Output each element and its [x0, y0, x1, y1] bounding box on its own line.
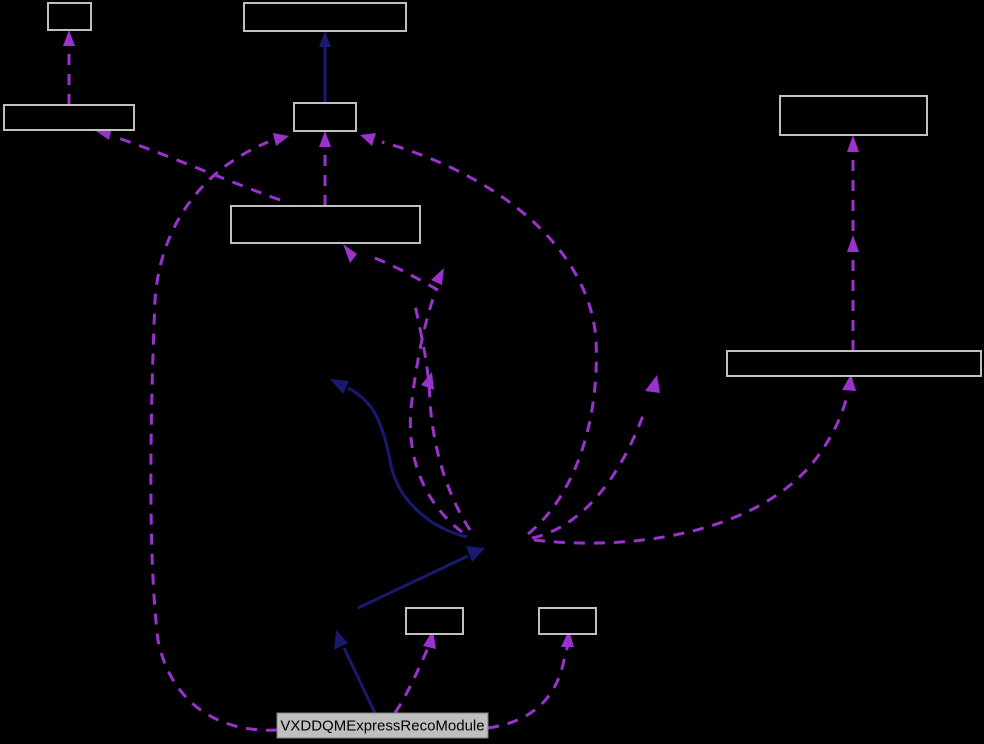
arrowhead-up-icon [561, 630, 574, 647]
arrowhead-up-icon [847, 135, 859, 152]
edge-n4-to-n3 [319, 31, 331, 103]
node-n4[interactable] [293, 102, 357, 132]
edge-line [347, 386, 468, 539]
arrowhead-up-icon [645, 375, 660, 393]
arrowhead-upright-icon-b [421, 372, 434, 390]
arrowhead-up-icon [319, 131, 331, 147]
edge-line [393, 647, 430, 714]
arrowhead-upright-icon [466, 546, 485, 562]
edge-hub-to-upper-right [531, 375, 660, 540]
node-box[interactable] [47, 2, 92, 31]
edge-line [381, 140, 598, 536]
node-box-highlight[interactable] [276, 712, 489, 739]
node-n1[interactable] [47, 2, 92, 31]
arrowhead-upright-icon [431, 268, 444, 285]
arrowhead-upleft-icon [330, 379, 349, 394]
edge-n5-to-n2 [96, 127, 281, 202]
edge-module-to-n9 [487, 630, 574, 730]
node-box[interactable] [779, 95, 928, 136]
edge-line [408, 287, 463, 534]
arrowhead-upleft-icon [343, 244, 357, 263]
edge-into-n5-bottom [343, 244, 439, 292]
edge-n2-to-n1 [63, 30, 75, 105]
edge-line [342, 647, 377, 714]
edge-n5-to-n4 [319, 131, 331, 206]
edge-line [149, 140, 278, 732]
edge-line [117, 136, 281, 202]
arrowhead-upleft-icon [360, 133, 376, 146]
edge-n7-to-n6 [847, 135, 859, 351]
node-n5[interactable] [230, 205, 421, 244]
node-n3[interactable] [243, 2, 407, 32]
arrowhead-up-icon [334, 630, 348, 650]
edge-line [533, 391, 850, 545]
edge-hub-to-n7 [533, 374, 856, 545]
node-label-vxddqmexpressrecomodule: VXDDQMExpressRecoModule [280, 717, 484, 734]
node-n7[interactable] [726, 350, 982, 377]
node-n2[interactable] [3, 104, 135, 131]
node-box[interactable] [538, 607, 597, 635]
edge-line [487, 644, 570, 730]
node-n6[interactable] [779, 95, 928, 136]
node-box[interactable] [230, 205, 421, 244]
node-box[interactable] [293, 102, 357, 132]
arrowhead-up-icon [319, 31, 331, 47]
node-vxddqmexpressrecomodule[interactable]: VXDDQMExpressRecoModule [276, 712, 489, 739]
node-box[interactable] [726, 350, 982, 377]
node-n8[interactable] [405, 607, 464, 635]
node-box[interactable] [405, 607, 464, 635]
edge-module-to-hub-usage [357, 546, 485, 610]
edge-hub-to-n5 [408, 268, 463, 534]
arrowhead-up-icon [842, 374, 856, 391]
node-box[interactable] [243, 2, 407, 32]
edge-hub-to-n4-right [360, 133, 598, 536]
arrowhead-right-icon [273, 133, 289, 146]
edge-line [412, 299, 472, 531]
edge-hub-scurve-usage [330, 379, 468, 539]
node-n9[interactable] [538, 607, 597, 635]
edge-line [357, 554, 469, 610]
arrowhead-up-icon-mid [847, 235, 859, 252]
edge-module-to-n8 [393, 630, 436, 714]
edge-module-up-usage [334, 630, 377, 714]
edge-module-to-n4 [149, 133, 289, 732]
node-box[interactable] [3, 104, 135, 131]
edge-line [369, 254, 439, 292]
edge-hub-to-n5-b [412, 299, 472, 531]
arrowhead-up-icon [63, 30, 75, 46]
